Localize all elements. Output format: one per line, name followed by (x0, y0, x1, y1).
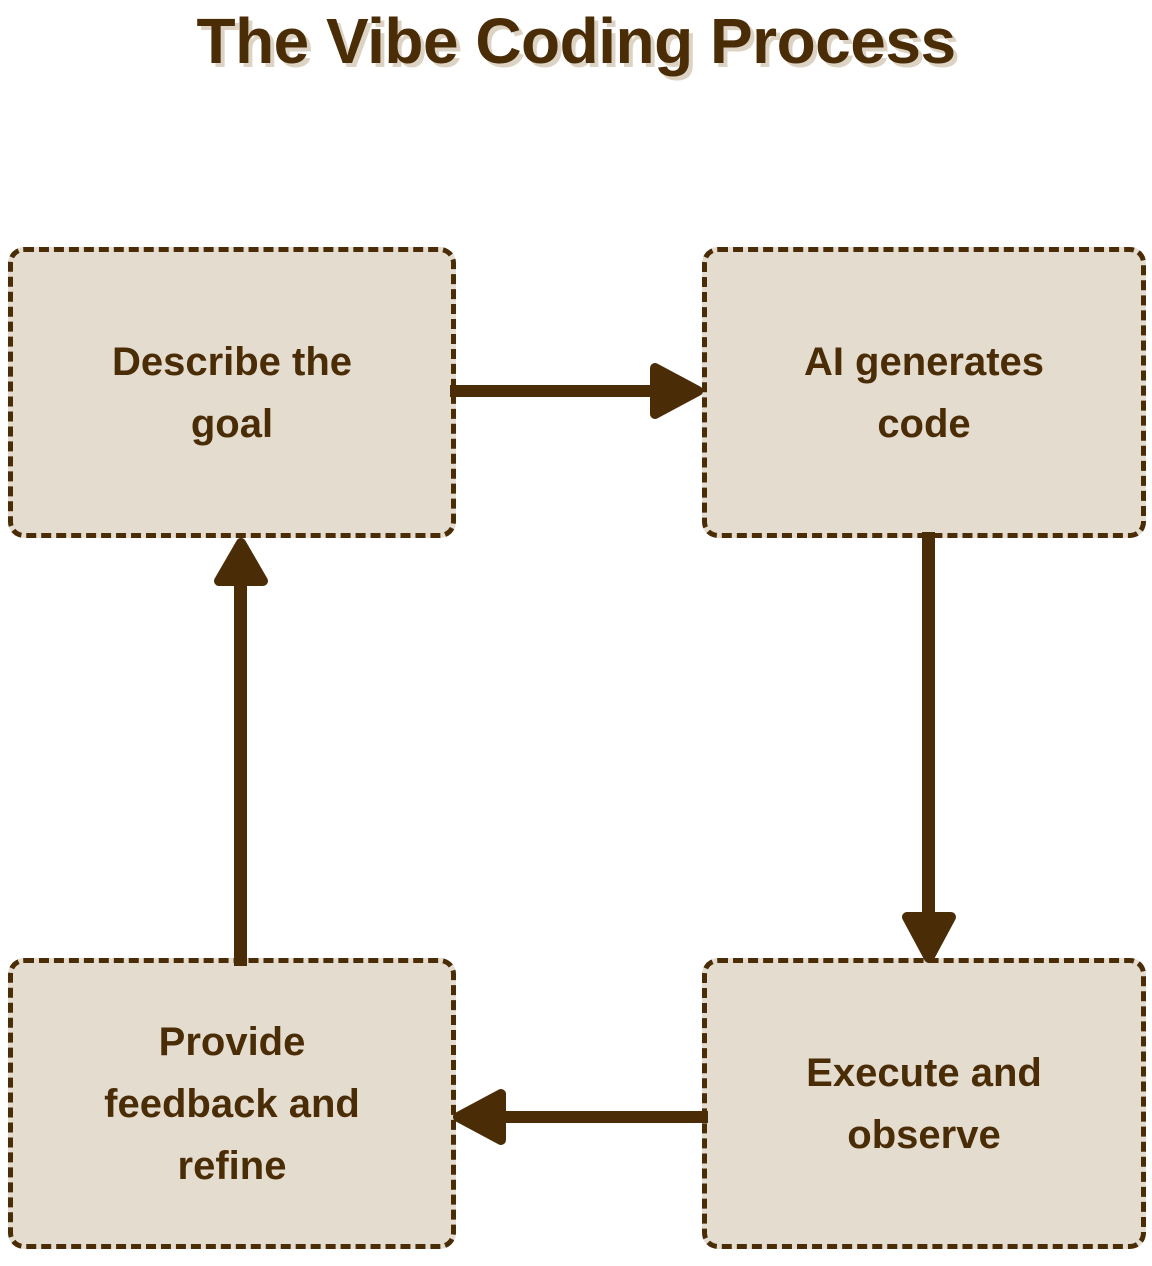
arrow-feedback-to-describe-icon (208, 534, 274, 966)
node-generate-label: AI generates code (733, 331, 1115, 455)
node-execute-line2: observe (847, 1112, 1001, 1157)
arrow-describe-to-generate-icon (450, 362, 706, 420)
node-execute-label: Execute and observe (733, 1042, 1115, 1166)
node-generate-line1: AI generates (803, 339, 1045, 384)
page-title: The Vibe Coding Process (196, 5, 956, 77)
node-feedback-label: Provide feedback and refine (39, 1011, 425, 1197)
node-feedback-line3: refine (177, 1143, 287, 1188)
node-ai-generates-code[interactable]: AI generates code (702, 247, 1146, 538)
node-describe-the-goal[interactable]: Describe the goal (8, 247, 456, 538)
node-feedback-line1: Provide (158, 1019, 306, 1064)
node-provide-feedback-and-refine[interactable]: Provide feedback and refine (8, 958, 456, 1249)
arrow-execute-to-feedback-icon (446, 1088, 708, 1146)
node-describe-line2: goal (190, 401, 274, 446)
node-execute-line1: Execute and (806, 1050, 1042, 1095)
node-describe-line1: Describe the (111, 339, 353, 384)
node-feedback-line2: feedback and (104, 1081, 360, 1126)
node-generate-line2: code (877, 401, 971, 446)
node-describe-label: Describe the goal (39, 331, 425, 455)
arrow-generate-to-execute-icon (898, 532, 960, 964)
node-execute-and-observe[interactable]: Execute and observe (702, 958, 1146, 1249)
